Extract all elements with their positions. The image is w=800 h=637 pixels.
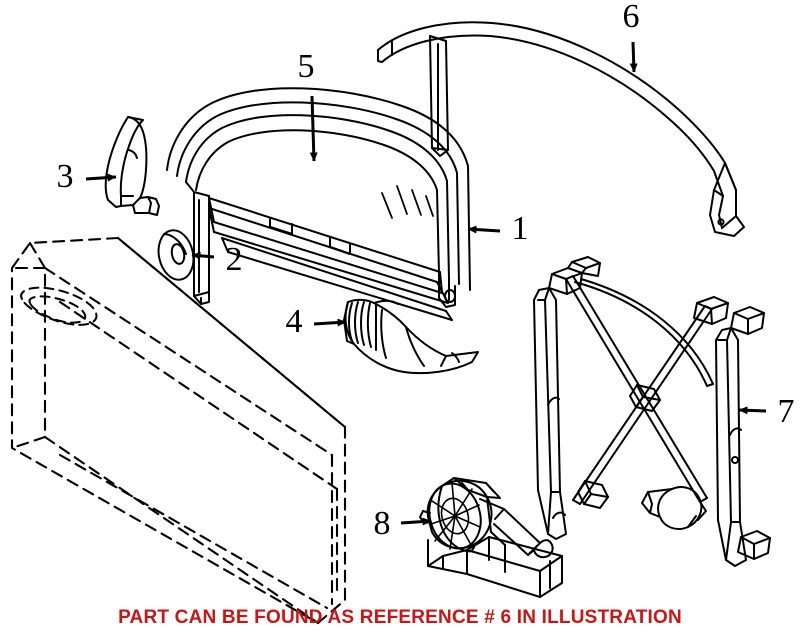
callout-1: 1 — [467, 210, 529, 247]
callout-7: 7 — [738, 393, 795, 430]
callout-6-arrow — [629, 41, 638, 73]
callout-7-number: 7 — [778, 393, 795, 430]
callout-1-number: 1 — [512, 210, 529, 247]
callouts-layer: 1 2 3 4 5 6 — [57, 0, 795, 542]
part-5-door-window-glass-assembly — [166, 87, 471, 321]
callout-8: 8 — [374, 505, 432, 542]
callout-6-number: 6 — [623, 0, 640, 35]
callout-2: 2 — [191, 241, 243, 278]
part-7-window-regulator — [533, 256, 771, 567]
callout-7-arrow — [738, 406, 767, 415]
door-handle-recess — [20, 286, 98, 326]
callout-5-arrow — [309, 95, 318, 162]
door-outer-panel — [10, 236, 347, 625]
part-6-upper-window-weatherstrip — [377, 21, 745, 237]
callout-4-number: 4 — [286, 303, 303, 340]
callout-3-number: 3 — [57, 158, 74, 195]
callout-2-number: 2 — [226, 241, 243, 278]
callout-6: 6 — [623, 0, 640, 73]
reference-note: PART CAN BE FOUND AS REFERENCE # 6 IN IL… — [118, 607, 682, 628]
callout-2-arrow — [191, 251, 215, 260]
callout-4-arrow — [313, 318, 347, 327]
part-8-window-regulator-motor — [419, 477, 563, 598]
callout-8-number: 8 — [374, 505, 391, 542]
callout-4: 4 — [286, 303, 347, 340]
callout-5-number: 5 — [298, 48, 315, 85]
callout-8-arrow — [400, 517, 432, 526]
part-4-sail-trim-wedge — [343, 298, 479, 375]
callout-3-arrow — [85, 173, 117, 182]
callout-1-arrow — [467, 225, 501, 234]
callout-5: 5 — [298, 48, 318, 162]
callout-3: 3 — [57, 158, 117, 195]
part-3-corner-trim-bracket — [104, 116, 160, 216]
part-2-round-grommet — [157, 229, 195, 281]
